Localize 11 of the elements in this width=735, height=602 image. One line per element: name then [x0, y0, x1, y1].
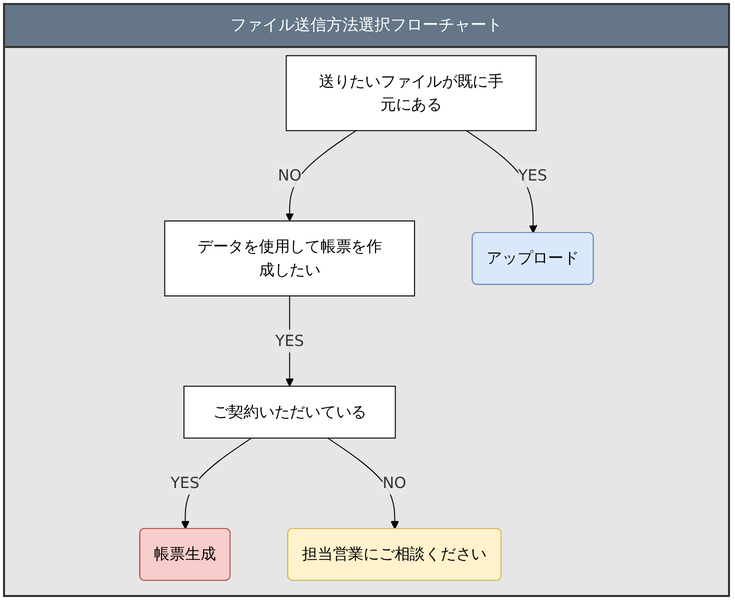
edge-label: YES: [518, 166, 548, 184]
node-box: 送りたいファイルが既に手元にある: [286, 55, 537, 132]
node-box: ご契約いただいている: [183, 386, 396, 439]
edge-label: YES: [275, 331, 304, 350]
node-box: データを使用して帳票を作成したい: [164, 220, 416, 296]
edge-label: NO: [382, 474, 406, 492]
arrow: [285, 130, 357, 222]
edge-label: NO: [278, 166, 302, 184]
edge-label: YES: [170, 474, 200, 492]
arrow: [327, 438, 399, 530]
title: ファイル送信方法選択フローチャート: [5, 5, 728, 48]
